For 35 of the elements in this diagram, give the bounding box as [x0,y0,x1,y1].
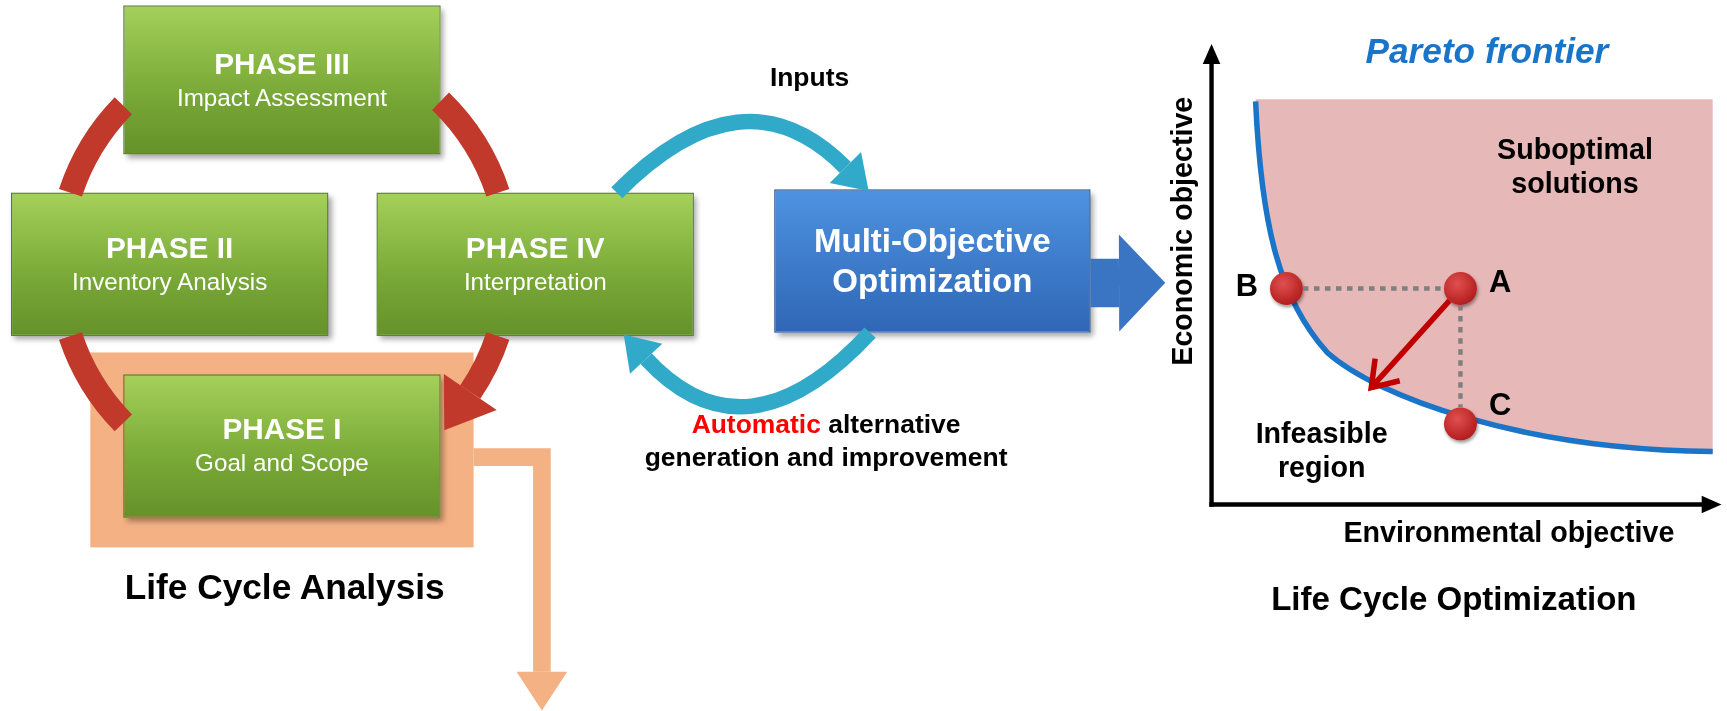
node-title: PHASE III [214,45,350,81]
phase-box [11,192,329,336]
axis-title: Environmental objective [1342,515,1676,550]
phase-box [123,374,441,518]
region-label: Suboptimal solutions [1496,132,1654,201]
connector-line [59,97,133,198]
axis-title: Economic objective [1165,95,1200,368]
process-box [774,189,1091,333]
data-point [1269,272,1303,306]
chart-title: Pareto frontier [1364,30,1611,72]
phase-box [123,5,441,155]
node-subtitle: Inventory Analysis [71,266,268,298]
node-title: PHASE I [222,412,342,448]
dotted-line [1458,305,1463,408]
arrow [622,327,876,415]
node-title: PHASE IV [465,230,605,266]
node-subtitle: Goal and Scope [195,448,369,479]
chart-caption: Life Cycle Optimization [1270,580,1638,618]
point-label: A [1489,264,1512,300]
group-caption: Life Cycle Analysis [123,567,446,608]
region-label: Infeasible region [1255,416,1388,485]
node-subtitle: Interpretation [463,266,607,298]
node-title: PHASE II [106,230,234,266]
point-label: B [1235,268,1259,304]
edge-label: Inputs [768,60,851,94]
arrow [1368,298,1452,391]
edge-label: Automatic alternative generation and improvement [643,407,1009,474]
node-title: Multi-Objective Optimization [812,221,1052,301]
arrow [611,114,870,199]
point-label: C [1489,387,1512,423]
dotted-line [1302,286,1444,291]
node-subtitle: Impact Assessment [176,82,387,113]
arrow [1090,234,1166,332]
connector-line [431,93,510,198]
phase-box [376,192,694,336]
